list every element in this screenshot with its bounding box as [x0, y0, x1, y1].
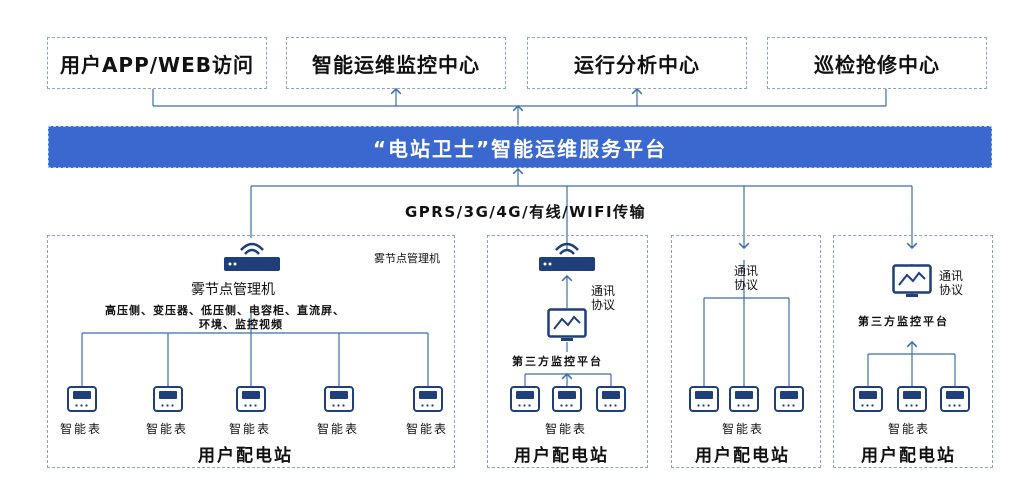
third-party-platform-label: 第三方监控平台: [858, 315, 949, 328]
meter-label: 智能表: [229, 422, 272, 436]
devices-line-1: 高压侧、变压器、低压侧、电容柜、直流屏、: [105, 304, 345, 317]
app-web-access-label: 用户APP/WEB访问: [59, 52, 255, 77]
smart-meter-icon: [596, 386, 626, 412]
analysis-center-box: 运行分析中心: [527, 37, 747, 89]
platform-banner-label: “电站卫士”智能运维服务平台: [372, 136, 668, 161]
smart-meter-icon: [689, 386, 719, 412]
meter-label: 智能表: [60, 422, 103, 436]
protocol-label-2: 协议: [734, 278, 759, 292]
protocol-label-1: 通讯: [939, 269, 964, 283]
smart-meter-icon: [853, 386, 883, 412]
inspection-center-label: 巡检抢修中心: [814, 52, 940, 77]
station1-name: 用户配电站: [198, 446, 293, 466]
meter-label: 智能表: [406, 422, 449, 436]
third-party-platform-label: 第三方监控平台: [512, 355, 603, 368]
station-4: [833, 235, 993, 468]
monitoring-center-box: 智能运维监控中心: [286, 37, 506, 89]
meter-label: 智能表: [146, 422, 189, 436]
platform-banner: “电站卫士”智能运维服务平台: [48, 126, 992, 168]
monitor-icon: [892, 264, 932, 297]
protocol-label-2: 协议: [939, 283, 964, 297]
analysis-center-label: 运行分析中心: [574, 52, 700, 77]
protocol-label-1: 通讯: [734, 264, 759, 278]
station-1: [47, 235, 455, 468]
gateway-label: 雾节点管理机: [191, 282, 275, 298]
meter-label: 智能表: [722, 422, 765, 436]
station3-name: 用户配电站: [695, 446, 790, 466]
devices-line-2: 环境、监控视频: [199, 318, 283, 331]
protocol-label-1: 通讯: [591, 284, 616, 298]
smart-meter-icon: [153, 386, 183, 412]
smart-meter-icon: [324, 386, 354, 412]
station-3: [671, 235, 821, 468]
smart-meter-icon: [413, 386, 443, 412]
protocol-label-2: 协议: [591, 298, 616, 312]
smart-meter-icon: [552, 386, 582, 412]
station4-name: 用户配电站: [861, 446, 956, 466]
station1-tag: 雾节点管理机: [374, 252, 440, 265]
smart-meter-icon: [897, 386, 927, 412]
meter-label: 智能表: [888, 422, 931, 436]
smart-meter-icon: [729, 386, 759, 412]
meter-label: 智能表: [545, 422, 588, 436]
smart-meter-icon: [236, 386, 266, 412]
smart-meter-icon: [510, 386, 540, 412]
router-icon: [539, 242, 595, 271]
inspection-center-box: 巡检抢修中心: [767, 37, 987, 89]
station-2: [487, 235, 648, 468]
smart-meter-icon: [67, 386, 97, 412]
monitor-icon: [547, 308, 587, 341]
meter-label: 智能表: [317, 422, 360, 436]
router-icon: [224, 242, 280, 271]
monitoring-center-label: 智能运维监控中心: [312, 52, 480, 77]
smart-meter-icon: [940, 386, 970, 412]
transport-label: GPRS/3G/4G/有线/WIFI传输: [405, 203, 647, 221]
station2-name: 用户配电站: [514, 446, 609, 466]
smart-meter-icon: [774, 386, 804, 412]
app-web-access-box: 用户APP/WEB访问: [47, 37, 267, 89]
